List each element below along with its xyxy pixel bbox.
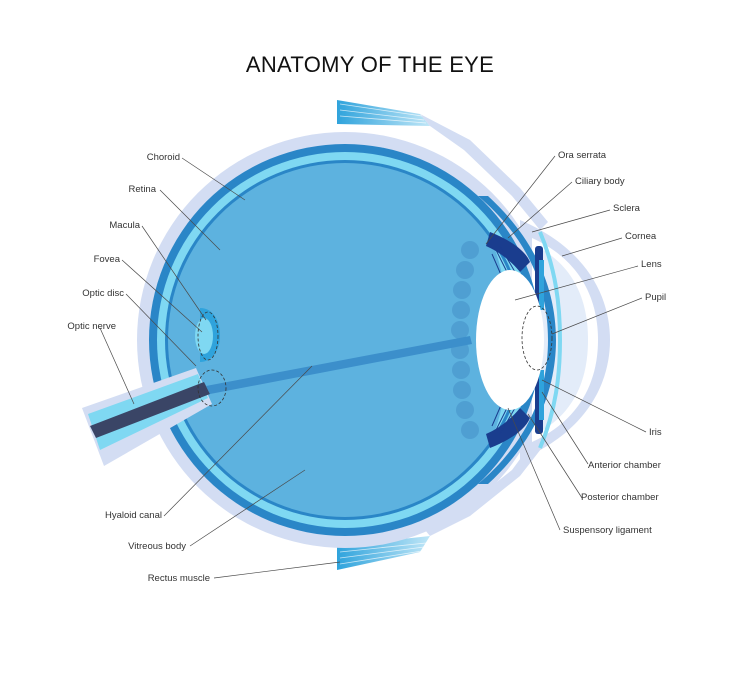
label-vitreous-body: Vitreous body [128,541,186,552]
label-retina: Retina [128,184,156,195]
label-ora-serrata: Ora serrata [558,150,607,161]
leader-lines [99,155,647,579]
label-pupil: Pupil [645,292,667,303]
label-macula: Macula [109,220,140,231]
label-optic-nerve: Optic nerve [67,321,116,332]
ciliary-body-shape [486,232,530,448]
label-lens: Lens [641,259,662,270]
macula-shape [195,308,220,362]
label-sclera: Sclera [613,203,640,214]
pupil-outline [521,305,553,371]
label-fovea: Fovea [93,254,120,265]
label-optic-disc: Optic disc [82,288,124,299]
iris-shape [535,246,544,434]
label-suspensory-ligament: Suspensory ligament [563,525,652,536]
label-choroid: Choroid [146,152,180,163]
rectus-muscle-top [337,100,548,230]
label-posterior-chamber: Posterior chamber [581,492,659,503]
label-anterior-chamber: Anterior chamber [588,460,661,471]
lens-shape [476,270,544,410]
vitreous-body-shape [168,163,522,517]
label-rectus-muscle: Rectus muscle [147,573,210,584]
cornea-shape [538,231,563,449]
label-hyaloid-canal: Hyaloid canal [104,510,162,521]
label-iris: Iris [649,427,662,438]
optic-nerve-shape [82,336,472,466]
label-ciliary-body: Ciliary body [575,176,625,187]
diagram-title: ANATOMY OF THE EYE [245,52,495,77]
label-cornea: Cornea [625,231,657,242]
